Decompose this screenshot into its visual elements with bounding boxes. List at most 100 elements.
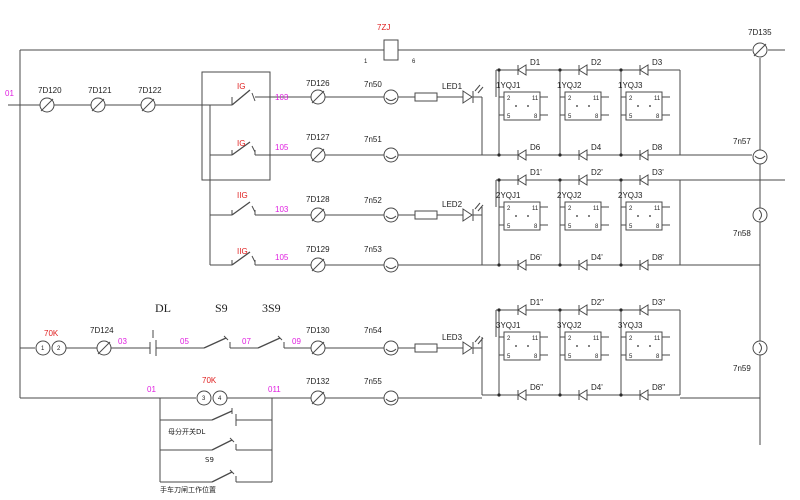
pin-label: 11 bbox=[593, 96, 600, 102]
pin-1: 1 bbox=[41, 346, 45, 352]
pin-label: 11 bbox=[593, 336, 600, 342]
switch-ig-2[interactable] bbox=[231, 141, 256, 156]
contact-cart[interactable] bbox=[211, 469, 237, 483]
module-label: 2YQJ1 bbox=[496, 191, 521, 200]
pin-label: 8 bbox=[656, 354, 660, 360]
terminal-7d129 bbox=[310, 257, 326, 273]
wire-103-b: 103 bbox=[275, 205, 289, 214]
terminal-7d122-label: 7D122 bbox=[138, 86, 162, 95]
module-box bbox=[503, 201, 541, 231]
wire-01: 01 bbox=[5, 89, 14, 98]
lamp-7n52 bbox=[383, 207, 399, 223]
lamp-7n58-label: 7n58 bbox=[733, 229, 751, 238]
wire-07: 07 bbox=[242, 337, 251, 346]
diode-top-label: D2 bbox=[591, 58, 602, 67]
switch-ig-1[interactable] bbox=[231, 89, 264, 106]
terminal-7d127-label: 7D127 bbox=[306, 133, 330, 142]
pin-label: 2 bbox=[629, 336, 633, 342]
diode-D1 bbox=[517, 64, 527, 76]
terminal-7d135 bbox=[752, 42, 768, 58]
wire-03: 03 bbox=[118, 337, 127, 346]
pin-label: 8 bbox=[595, 354, 599, 360]
diode-D6' bbox=[517, 259, 527, 271]
switch-iig-1-label: IIG bbox=[237, 191, 248, 200]
module-label: 3YQJ1 bbox=[496, 321, 521, 330]
module-box bbox=[503, 331, 541, 361]
contact-s9-b[interactable] bbox=[211, 437, 237, 451]
led2-label: LED2 bbox=[442, 200, 463, 209]
pin-label: 8 bbox=[595, 224, 599, 230]
switch-iig-1[interactable] bbox=[231, 201, 256, 216]
pin-label: 2 bbox=[568, 336, 572, 342]
switch-s9[interactable] bbox=[203, 335, 231, 349]
pin-label: 8 bbox=[534, 114, 538, 120]
pin-4: 4 bbox=[218, 396, 222, 402]
resistor-3 bbox=[414, 343, 438, 353]
s9-b-label: S9 bbox=[205, 456, 214, 464]
terminal-7d135-label: 7D135 bbox=[748, 28, 772, 37]
pin-label: 2 bbox=[568, 206, 572, 212]
relay-pin-right: 6 bbox=[412, 59, 416, 65]
diode-top-label: D2" bbox=[591, 298, 604, 307]
module-box bbox=[625, 201, 663, 231]
diode-top-label: D1" bbox=[530, 298, 543, 307]
pin-label: 2 bbox=[629, 206, 633, 212]
diode-group1: D1D61YQJ125118D2D41YQJ225118D3D81YQJ3251… bbox=[481, 58, 681, 161]
pin-label: 2 bbox=[507, 336, 511, 342]
lamp-7n55-label: 7n55 bbox=[364, 377, 382, 386]
diode-bottom-label: D6' bbox=[530, 253, 542, 262]
wire-011: 011 bbox=[268, 385, 281, 394]
terminal-7d129-label: 7D129 bbox=[306, 245, 330, 254]
pin-label: 5 bbox=[629, 114, 633, 120]
contact-busbar-dl[interactable] bbox=[211, 408, 237, 426]
switch-iig-2-label: IIG bbox=[237, 247, 248, 256]
pin-label: 5 bbox=[507, 224, 511, 230]
pin-label: 11 bbox=[654, 206, 661, 212]
module-box bbox=[564, 201, 602, 231]
contact-dl[interactable] bbox=[142, 330, 157, 356]
lamp-7n50 bbox=[383, 89, 399, 105]
terminal-7d124 bbox=[96, 340, 112, 356]
module-box bbox=[625, 91, 663, 121]
diode-D3 bbox=[639, 64, 649, 76]
terminal-7d126-label: 7D126 bbox=[306, 79, 330, 88]
module-label: 3YQJ3 bbox=[618, 321, 643, 330]
relay-7zj[interactable] bbox=[383, 39, 399, 61]
diode-bottom-label: D8' bbox=[652, 253, 664, 262]
lamp-7n54 bbox=[383, 340, 399, 356]
wire-103-a: 103 bbox=[275, 93, 289, 102]
dl-label: DL bbox=[155, 301, 171, 315]
led1 bbox=[462, 84, 484, 104]
terminal-7d121-label: 7D121 bbox=[88, 86, 112, 95]
diode-D8" bbox=[639, 389, 649, 401]
switch-iig-2[interactable] bbox=[231, 251, 256, 266]
device-70k-a: 70K bbox=[44, 329, 59, 338]
busbar-dl-label: 母分开关DL bbox=[168, 427, 205, 436]
lamp-7n57 bbox=[752, 149, 768, 165]
lamp-7n54-label: 7n54 bbox=[364, 326, 382, 335]
diode-D2' bbox=[578, 174, 588, 186]
pin-label: 5 bbox=[507, 354, 511, 360]
diode-group2: D1'D6'2YQJ125118D2'D4'2YQJ225118D3'D8'2Y… bbox=[481, 168, 681, 271]
module-label: 1YQJ1 bbox=[496, 81, 521, 90]
led3 bbox=[462, 335, 484, 355]
pin-label: 11 bbox=[532, 206, 539, 212]
diode-bottom-label: D6" bbox=[530, 383, 543, 392]
lamp-7n57-label: 7n57 bbox=[733, 137, 751, 146]
wire-05: 05 bbox=[180, 337, 189, 346]
module-box bbox=[564, 331, 602, 361]
terminal-7d126 bbox=[310, 89, 326, 105]
pin-label: 5 bbox=[568, 224, 572, 230]
diode-D8 bbox=[639, 149, 649, 161]
diode-D1' bbox=[517, 174, 527, 186]
diode-top-label: D2' bbox=[591, 168, 603, 177]
led3-label: LED3 bbox=[442, 333, 463, 342]
switch-3s9[interactable] bbox=[257, 335, 285, 349]
pin-2: 2 bbox=[57, 346, 61, 352]
led2 bbox=[462, 202, 484, 222]
diode-bottom-label: D8" bbox=[652, 383, 665, 392]
diode-bottom-label: D4' bbox=[591, 253, 603, 262]
diode-D4' bbox=[578, 389, 588, 401]
terminal-7d120 bbox=[39, 97, 55, 113]
